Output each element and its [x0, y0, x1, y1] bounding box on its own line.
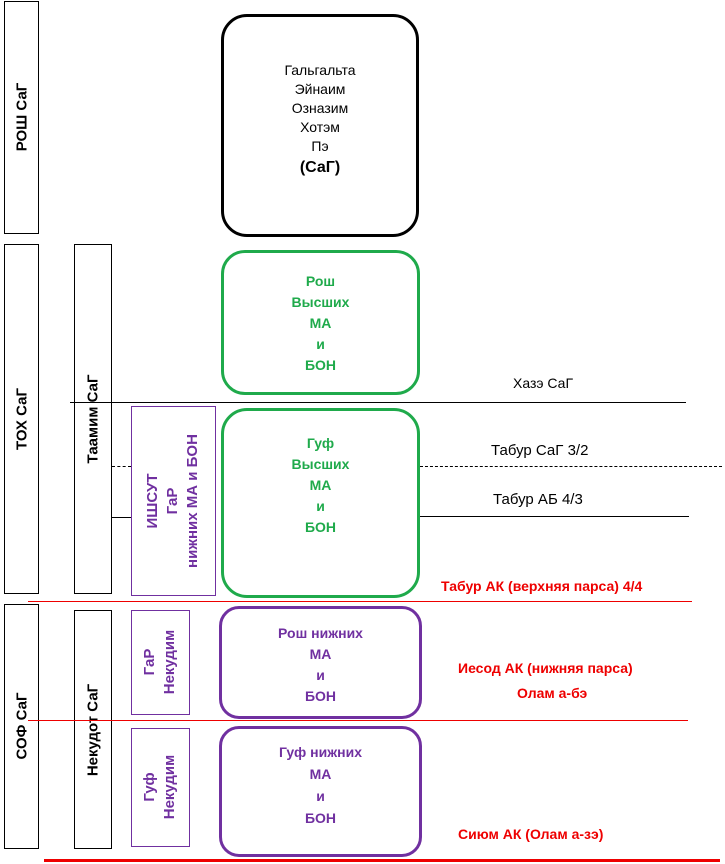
ishsut-line-2: ГаР	[164, 487, 181, 515]
ishsut-label: ИШСУТ ГаР нижних МА и БОН	[143, 434, 203, 568]
guf-nekudim-line-2: Некудим	[161, 754, 178, 820]
sag-head-line-5: Пэ	[311, 138, 329, 154]
toh-sag-label: ТОХ СаГ	[13, 388, 31, 450]
sag-head-line-3: Озназим	[291, 100, 349, 116]
rosh-high-line-2: Высших	[291, 294, 350, 310]
tabur-sag-line-left	[112, 466, 131, 467]
sag-head-line-4: Хотэм	[300, 119, 340, 135]
guf-high-text: Гуф Высших МА и БОН	[224, 433, 417, 538]
rosh-low-line-2: МА	[309, 646, 332, 662]
sag-head-box: Гальгальта Эйнаим Озназим Хотэм Пэ (СаГ)	[221, 14, 419, 237]
rosh-high-line-5: БОН	[304, 357, 337, 373]
guf-nekudim-box	[131, 728, 190, 847]
tabur-ab-line-right	[420, 516, 689, 517]
rosh-low-box: Рош нижних МА и БОН	[219, 606, 422, 719]
guf-nekudim-label: Гуф Некудим	[140, 755, 180, 820]
guf-high-box: Гуф Высших МА и БОН	[221, 408, 420, 598]
tabur-sag-label: Табур СаГ 3/2	[491, 442, 589, 459]
ishsut-box	[131, 406, 216, 596]
rosh-high-line-1: Рош	[305, 273, 336, 289]
sof-sag-label: СОФ СаГ	[13, 692, 31, 760]
gar-nekudim-label: ГаР Некудим	[140, 630, 180, 695]
tabur-ab-line-left	[112, 517, 131, 518]
ishsut-line-3: нижних МА и БОН	[184, 434, 201, 568]
sag-head-line-2: Эйнаим	[294, 81, 346, 97]
gar-nekudim-line-1: ГаР	[141, 648, 158, 676]
sag-head-bold-line: (СаГ)	[299, 159, 341, 176]
rosh-low-line-4: БОН	[304, 688, 337, 704]
sof-sag-column	[4, 604, 39, 849]
nekudot-sag-column	[74, 610, 112, 849]
guf-low-line-4: БОН	[304, 810, 337, 826]
hazeh-sag-label: Хазэ СаГ	[513, 375, 574, 391]
yesod-ak-line	[28, 720, 688, 721]
guf-high-line-4: и	[316, 498, 325, 514]
rosh-low-line-1: Рош нижних	[278, 625, 363, 641]
gar-nekudim-line-2: Некудим	[161, 629, 178, 695]
guf-high-line-2: Высших	[291, 456, 350, 472]
taamim-sag-column	[74, 244, 112, 594]
guf-high-line-5: БОН	[304, 519, 337, 535]
rosh-sag-column	[4, 1, 39, 234]
guf-low-line-3: и	[316, 788, 325, 804]
taamim-sag-label: Таамим СаГ	[84, 374, 102, 464]
guf-low-box: Гуф нижних МА и БОН	[219, 726, 422, 857]
guf-low-line-2: МА	[309, 766, 332, 782]
guf-low-line-1: Гуф нижних	[279, 744, 362, 760]
toh-sag-column	[4, 244, 39, 594]
guf-high-line-1: Гуф	[306, 435, 335, 451]
sag-head-line-1: Гальгальта	[284, 62, 356, 78]
siyum-ak-label: Сиюм АК (Олам а-зэ)	[458, 826, 604, 842]
rosh-high-text: Рош Высших МА и БОН	[224, 271, 417, 376]
rosh-high-box: Рош Высших МА и БОН	[221, 250, 420, 395]
rosh-low-text: Рош нижних МА и БОН	[222, 623, 419, 707]
rosh-high-line-4: и	[316, 336, 325, 352]
rosh-high-line-3: МА	[309, 315, 332, 331]
rosh-sag-label: РОШ СаГ	[13, 82, 31, 152]
tabur-ab-label: Табур АБ 4/3	[493, 491, 583, 508]
guf-nekudim-line-1: Гуф	[141, 772, 158, 802]
yesod-ak-label: Иесод АК (нижняя парса)	[458, 660, 633, 676]
ishsut-line-1: ИШСУТ	[144, 473, 161, 529]
gar-nekudim-box	[131, 610, 190, 715]
sag-head-text: Гальгальта Эйнаим Озназим Хотэм Пэ (СаГ)	[224, 61, 416, 177]
tabur-ak-line	[28, 601, 692, 602]
tabur-ak-label: Табур АК (верхняя парса) 4/4	[441, 578, 643, 594]
guf-low-text: Гуф нижних МА и БОН	[222, 741, 419, 829]
olam-abe-label: Олам а-бэ	[517, 685, 588, 701]
nekudot-sag-label: Некудот СаГ	[84, 683, 102, 777]
hazeh-sag-line	[70, 402, 686, 403]
tabur-sag-line-right	[420, 466, 722, 467]
rosh-low-line-3: и	[316, 667, 325, 683]
siyum-ak-line	[44, 859, 720, 862]
guf-high-line-3: МА	[309, 477, 332, 493]
